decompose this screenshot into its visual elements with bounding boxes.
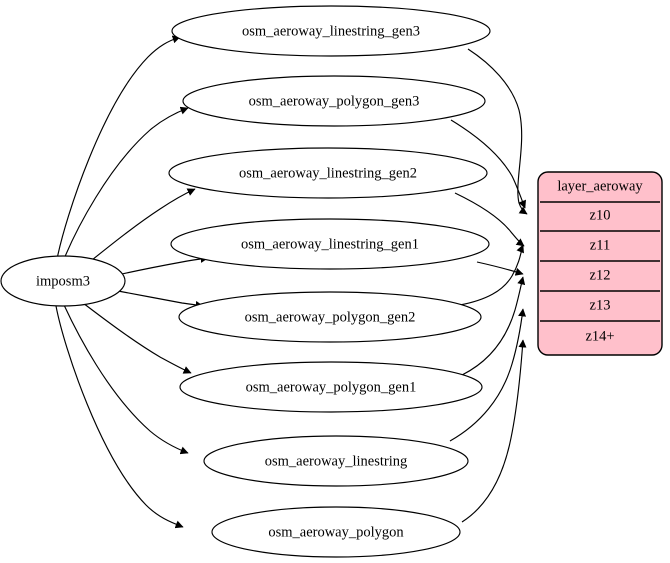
node-osm-aeroway-polygon-shape[interactable]: [211, 506, 461, 558]
node-imposm3-label: imposm3: [36, 273, 90, 289]
layer-aeroway-row-z12-label: z12: [590, 267, 611, 283]
node-osm-aeroway-linestring-gen3[interactable]: osm_aeroway_linestring_gen3: [171, 5, 491, 57]
edge-imposm3-to-linestring-gen3: [56, 35, 181, 260]
node-osm-aeroway-linestring-gen1[interactable]: osm_aeroway_linestring_gen1: [170, 218, 490, 270]
node-osm-aeroway-polygon-gen3-shape[interactable]: [182, 75, 486, 127]
layer-aeroway-row-z14plus-label: z14+: [585, 328, 614, 344]
layer-aeroway-row-z13-label: z13: [590, 297, 611, 313]
node-layer-aeroway[interactable]: layer_aeroway z10 z11 z12 z13 z14+: [537, 171, 663, 356]
edge-polygon-gen2-to-z11: [459, 244, 524, 306]
node-osm-aeroway-polygon-gen1[interactable]: osm_aeroway_polygon_gen1: [179, 361, 483, 413]
node-osm-aeroway-linestring-gen2-shape[interactable]: [168, 147, 488, 199]
node-osm-aeroway-polygon-label: osm_aeroway_polygon: [268, 524, 404, 540]
node-osm-aeroway-linestring-label: osm_aeroway_linestring: [265, 453, 408, 469]
node-osm-aeroway-polygon-gen2-shape[interactable]: [178, 291, 482, 343]
node-osm-aeroway-linestring-gen2[interactable]: osm_aeroway_linestring_gen2: [168, 147, 488, 199]
edge-imposm3-to-polygon-gen1: [82, 302, 192, 374]
edge-linestring-gen3-to-z10: [467, 48, 528, 215]
edge-group-source: [55, 35, 209, 529]
node-imposm3[interactable]: imposm3: [0, 255, 126, 307]
node-osm-aeroway-linestring-gen3-shape[interactable]: [171, 5, 491, 57]
node-osm-aeroway-polygon-gen2-label: osm_aeroway_polygon_gen2: [245, 309, 416, 325]
layer-aeroway-row-z11-label: z11: [590, 237, 610, 253]
node-osm-aeroway-linestring[interactable]: osm_aeroway_linestring: [203, 435, 469, 487]
node-osm-aeroway-polygon-gen2[interactable]: osm_aeroway_polygon_gen2: [178, 291, 482, 343]
node-osm-aeroway-linestring-gen3-label: osm_aeroway_linestring_gen3: [242, 23, 420, 39]
node-osm-aeroway-linestring-gen1-shape[interactable]: [170, 218, 490, 270]
node-osm-aeroway-polygon-gen1-label: osm_aeroway_polygon_gen1: [246, 379, 417, 395]
node-imposm3-shape[interactable]: [0, 255, 126, 307]
edge-group-layer: [449, 48, 528, 523]
node-osm-aeroway-linestring-gen2-label: osm_aeroway_linestring_gen2: [239, 165, 417, 181]
edge-polygon-gen3-to-z10: [450, 119, 526, 209]
node-osm-aeroway-polygon-gen1-shape[interactable]: [179, 361, 483, 413]
node-layer-aeroway-body[interactable]: [537, 171, 663, 356]
edge-linestring-gen1-to-z12: [476, 261, 524, 276]
edge-linestring-to-z13: [449, 308, 527, 442]
node-osm-aeroway-polygon[interactable]: osm_aeroway_polygon: [211, 506, 461, 558]
edge-polygon-gen1-to-z12: [461, 276, 526, 376]
edge-imposm3-to-polygon: [55, 305, 184, 529]
edge-imposm3-to-linestring-gen2: [86, 188, 196, 265]
edge-imposm3-to-linestring: [63, 304, 189, 455]
layer-aeroway-row-z10-label: z10: [590, 207, 611, 223]
node-osm-aeroway-linestring-gen1-label: osm_aeroway_linestring_gen1: [241, 236, 419, 252]
edge-linestring-gen2-to-z11: [454, 192, 525, 247]
node-osm-aeroway-polygon-gen3[interactable]: osm_aeroway_polygon_gen3: [182, 75, 486, 127]
layer-aeroway-header-label: layer_aeroway: [557, 178, 643, 194]
edge-imposm3-to-polygon-gen3: [63, 106, 189, 260]
edge-polygon-to-z14plus: [461, 339, 527, 523]
node-osm-aeroway-polygon-gen3-label: osm_aeroway_polygon_gen3: [249, 93, 420, 109]
node-osm-aeroway-linestring-shape[interactable]: [203, 435, 469, 487]
